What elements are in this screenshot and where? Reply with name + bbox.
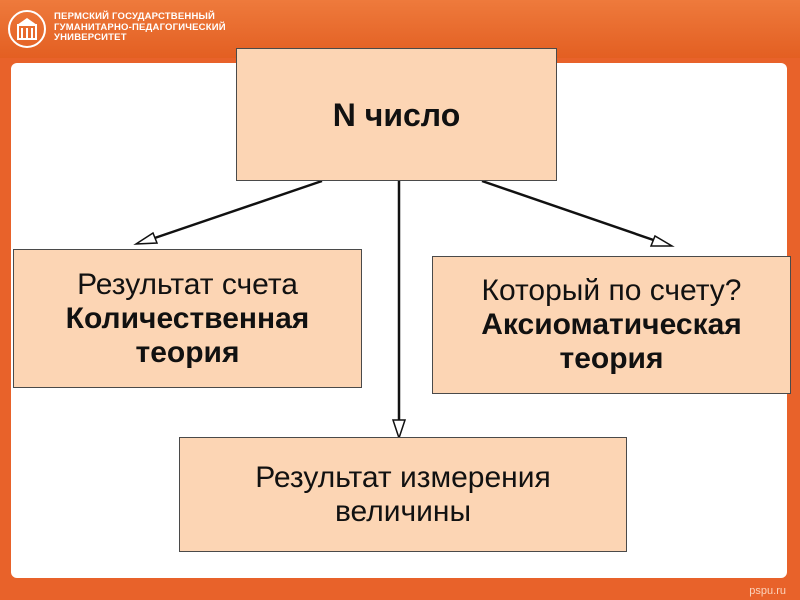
site-url: pspu.ru (749, 585, 786, 597)
university-logo-icon (8, 10, 46, 48)
arrowhead-bottom (391, 419, 407, 441)
ordinal-question-label: Который по счету? (481, 274, 742, 307)
root-number-box: N число (236, 48, 557, 181)
arrowhead-right (649, 234, 675, 247)
university-name-line: университет (54, 32, 127, 43)
axiomatic-theory-label-2: теория (559, 342, 664, 375)
arrow-to-right (481, 179, 669, 247)
arrowhead-left (133, 231, 159, 245)
university-name: Пермский государственный гуманитарно-пед… (54, 11, 254, 44)
ordinal-box: Который по счету? Аксиоматическая теория (432, 256, 791, 394)
counting-result-box: Результат счета Количественная теория (13, 249, 362, 388)
arrow-to-left (139, 179, 323, 245)
university-name-line: Пермский государственный (54, 11, 216, 22)
quantitative-theory-label: Количественная (65, 301, 310, 335)
measurement-result-label: Результат измерения (255, 460, 551, 494)
university-name-line: гуманитарно-педагогический (54, 21, 226, 33)
counting-result-label: Результат счета (77, 267, 298, 301)
quantitative-theory-label-2: теория (135, 335, 240, 369)
root-title: N число (332, 96, 461, 133)
measurement-result-label-2: величины (334, 494, 472, 528)
measurement-result-box: Результат измерения величины (179, 437, 627, 552)
axiomatic-theory-label: Аксиоматическая (481, 308, 742, 341)
